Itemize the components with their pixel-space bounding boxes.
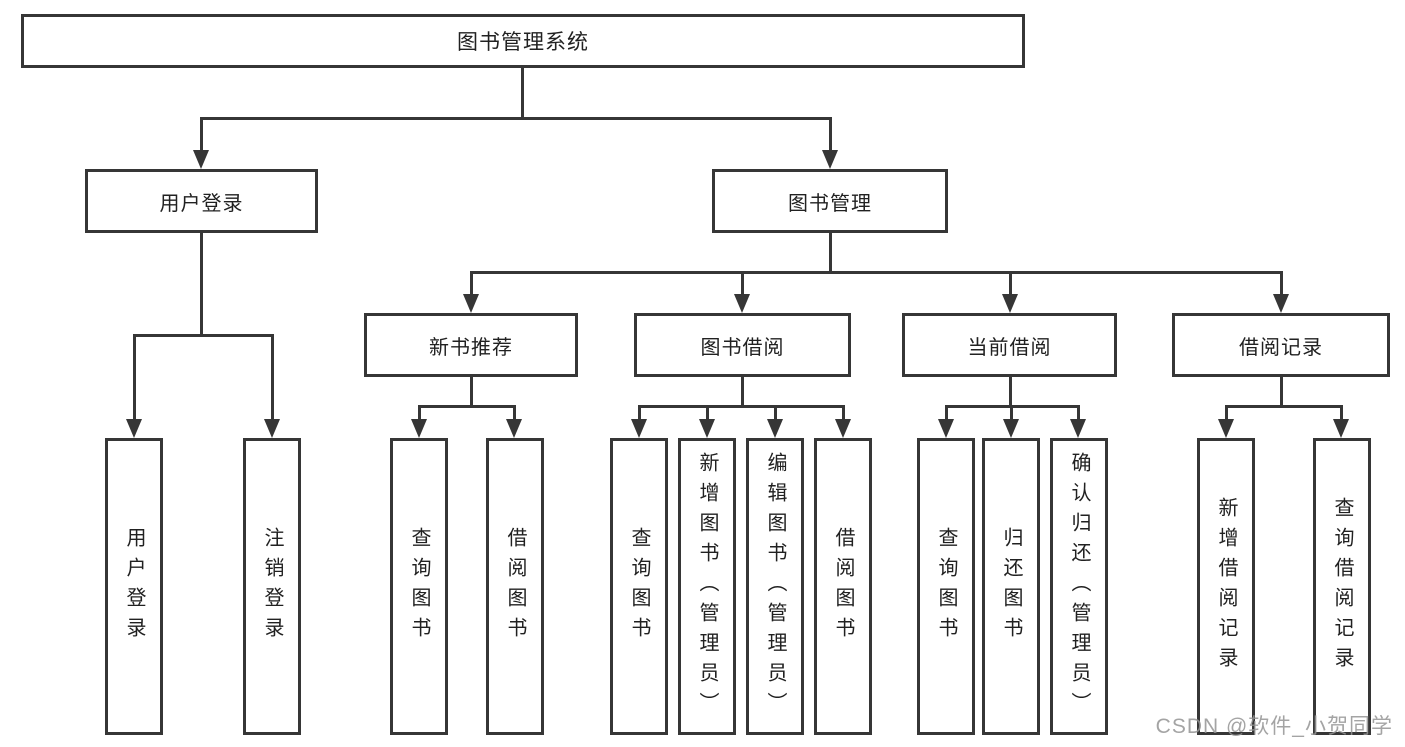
leaf-return-books: 归还图书: [982, 438, 1040, 735]
connector-user-login-hline: [133, 334, 274, 337]
node-root: 图书管理系统: [21, 14, 1025, 68]
connector-recommend-hline: [418, 405, 516, 408]
connector-root-stem: [521, 66, 524, 119]
arrow-leaf-logout: [264, 419, 280, 438]
connector-leaf-query3-drop: [945, 405, 948, 422]
arrow-borrowing-records: [1273, 294, 1289, 313]
connector-recommend-drop: [470, 271, 473, 297]
connector-borrowing-stem: [741, 375, 744, 408]
node-user-login-label: 用户登录: [159, 192, 244, 215]
connector-leaf-logout-drop: [271, 334, 274, 422]
connector-leaf-query2-drop: [638, 405, 641, 422]
arrow-book-management: [822, 150, 838, 169]
arrow-leaf-query-books-recommend: [411, 419, 427, 438]
node-borrowing-records-label: 借阅记录: [1239, 336, 1323, 359]
leaf-query-books-borrowing: 查询图书: [610, 438, 668, 735]
leaf-confirm-return-admin-label: 确认归还（管理员）: [1068, 451, 1090, 722]
arrow-leaf-borrow-books-borrowing: [835, 419, 851, 438]
leaf-query-books-recommend-label: 查询图书: [408, 526, 430, 647]
connector-borrowing-hline: [638, 405, 845, 408]
arrow-leaf-add-borrow-record: [1218, 419, 1234, 438]
node-current-borrowing-label: 当前借阅: [967, 336, 1052, 359]
node-root-label: 图书管理系统: [457, 31, 589, 54]
leaf-add-borrow-record-label: 新增借阅记录: [1215, 496, 1237, 677]
arrow-leaf-query-borrow-record: [1333, 419, 1349, 438]
leaf-borrow-books-recommend-label: 借阅图书: [504, 526, 526, 647]
connector-leaf-borrow1-drop: [513, 405, 516, 422]
connector-records-drop: [1280, 271, 1283, 297]
leaf-user-login-label: 用户登录: [123, 526, 145, 647]
connector-user-login-stem: [200, 231, 203, 337]
node-borrowing-records: 借阅记录: [1172, 313, 1390, 377]
connector-book-management-drop: [829, 117, 832, 153]
connector-leaf-query-record-drop: [1340, 405, 1343, 422]
leaf-query-borrow-record-label: 查询借阅记录: [1331, 496, 1353, 677]
connector-current-drop: [1009, 271, 1012, 297]
leaf-query-books-recommend: 查询图书: [390, 438, 448, 735]
connector-records-stem: [1280, 375, 1283, 408]
connector-user-login-drop: [200, 117, 203, 153]
connector-leaf-borrow2-drop: [842, 405, 845, 422]
connector-recommend-stem: [470, 375, 473, 408]
node-book-management-label: 图书管理: [788, 192, 872, 215]
connector-level1-hline: [200, 117, 832, 120]
leaf-query-books-current-label: 查询图书: [935, 526, 957, 647]
leaf-query-books-current: 查询图书: [917, 438, 975, 735]
connector-leaf-add-book-drop: [706, 405, 709, 422]
leaf-query-borrow-record: 查询借阅记录: [1313, 438, 1371, 735]
leaf-add-book-admin-label: 新增图书（管理员）: [696, 451, 718, 722]
connector-book-management-stem: [829, 231, 832, 274]
leaf-borrow-books-recommend: 借阅图书: [486, 438, 544, 735]
arrow-leaf-add-book-admin: [699, 419, 715, 438]
csdn-watermark: CSDN @软件_小贺同学: [1155, 715, 1393, 738]
leaf-return-books-label: 归还图书: [1000, 526, 1022, 647]
node-book-management: 图书管理: [712, 169, 948, 233]
leaf-query-books-borrowing-label: 查询图书: [628, 526, 650, 647]
arrow-leaf-user-login: [126, 419, 142, 438]
arrow-new-book-recommendation: [463, 294, 479, 313]
node-user-login: 用户登录: [85, 169, 318, 233]
connector-leaf-user-login-drop: [133, 334, 136, 422]
arrow-leaf-borrow-books-recommend: [506, 419, 522, 438]
arrow-leaf-confirm-return-admin: [1070, 419, 1086, 438]
leaf-user-login: 用户登录: [105, 438, 163, 735]
leaf-add-book-admin: 新增图书（管理员）: [678, 438, 736, 735]
connector-leaf-edit-book-drop: [774, 405, 777, 422]
leaf-edit-book-admin: 编辑图书（管理员）: [746, 438, 804, 735]
connector-leaf-confirm-drop: [1077, 405, 1080, 422]
leaf-confirm-return-admin: 确认归还（管理员）: [1050, 438, 1108, 735]
connector-leaf-return-drop: [1010, 405, 1013, 422]
connector-leaf-query1-drop: [418, 405, 421, 422]
leaf-borrow-books-borrowing: 借阅图书: [814, 438, 872, 735]
leaf-add-borrow-record: 新增借阅记录: [1197, 438, 1255, 735]
connector-level2-hline: [470, 271, 1282, 274]
leaf-logout: 注销登录: [243, 438, 301, 735]
connector-current-stem: [1009, 375, 1012, 408]
connector-borrowing-drop: [741, 271, 744, 297]
leaf-edit-book-admin-label: 编辑图书（管理员）: [764, 451, 786, 722]
arrow-current-borrowing: [1002, 294, 1018, 313]
node-book-borrowing-label: 图书借阅: [700, 336, 785, 359]
node-new-book-recommendation-label: 新书推荐: [429, 336, 513, 359]
leaf-logout-label: 注销登录: [261, 526, 283, 647]
arrow-user-login: [193, 150, 209, 169]
connector-leaf-add-record-drop: [1225, 405, 1228, 422]
arrow-leaf-query-books-borrowing: [631, 419, 647, 438]
arrow-book-borrowing: [734, 294, 750, 313]
node-new-book-recommendation: 新书推荐: [364, 313, 578, 377]
connector-records-hline: [1225, 405, 1343, 408]
node-current-borrowing: 当前借阅: [902, 313, 1117, 377]
arrow-leaf-return-books: [1003, 419, 1019, 438]
leaf-borrow-books-borrowing-label: 借阅图书: [832, 526, 854, 647]
arrow-leaf-query-books-current: [938, 419, 954, 438]
node-book-borrowing: 图书借阅: [634, 313, 851, 377]
arrow-leaf-edit-book-admin: [767, 419, 783, 438]
